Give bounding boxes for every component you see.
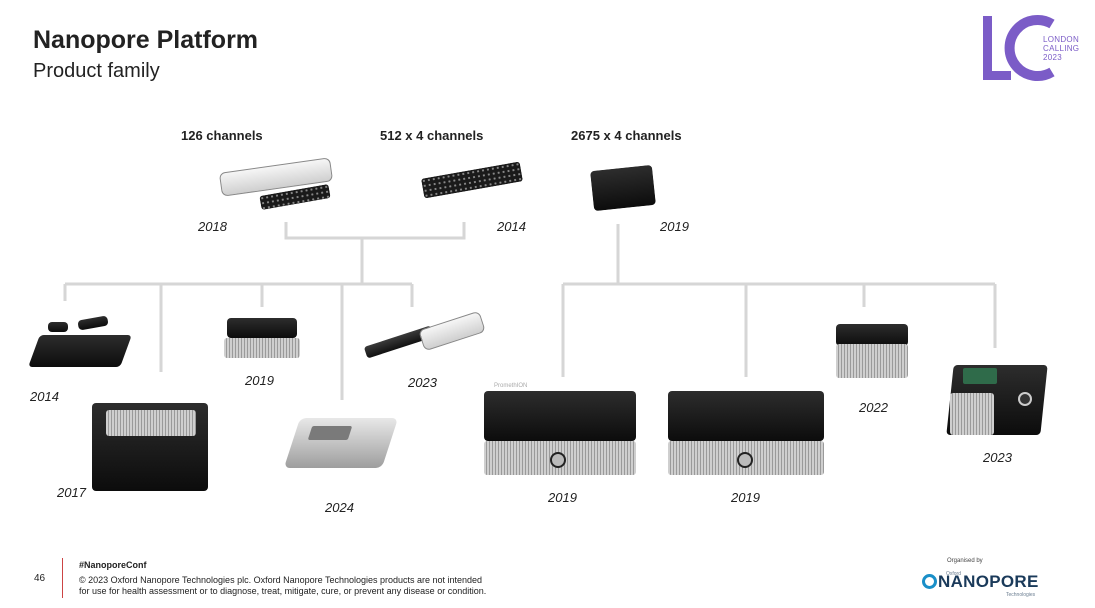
nanopore-ring-icon bbox=[922, 574, 937, 589]
device-year-2019a: 2019 bbox=[245, 373, 274, 388]
minion-device-image bbox=[28, 335, 132, 367]
p2-solo-top-image bbox=[836, 324, 908, 346]
promethion-24-top-image bbox=[668, 391, 824, 441]
p2-screen-image bbox=[963, 368, 997, 384]
minion-2024-slot-image bbox=[307, 426, 353, 440]
minion-device-part-image bbox=[48, 322, 68, 332]
oxford-small-label: Oxford bbox=[946, 571, 962, 577]
device-year-2017: 2017 bbox=[57, 485, 86, 500]
p2-solo-front-image bbox=[836, 344, 908, 378]
hashtag: #NanoporeConf bbox=[79, 560, 147, 570]
flongle-year: 2018 bbox=[198, 219, 227, 234]
page-subtitle: Product family bbox=[33, 60, 160, 82]
london-calling-text: LONDON CALLING 2023 bbox=[1043, 35, 1080, 62]
minion-channels: 512 x 4 channels bbox=[380, 128, 484, 143]
minion-mk1c-base-image bbox=[224, 338, 300, 358]
device-year-2019c: 2019 bbox=[731, 490, 760, 505]
device-year-2019b: 2019 bbox=[548, 490, 577, 505]
minion-flow-cell-year: 2014 bbox=[497, 219, 526, 234]
page-number: 46 bbox=[34, 573, 46, 584]
promethion-channels: 2675 x 4 channels bbox=[571, 128, 682, 143]
promethion-flow-cell-year: 2019 bbox=[660, 219, 689, 234]
promethion-48-top-image: PromethION bbox=[484, 383, 636, 441]
london-calling-logo bbox=[983, 15, 1055, 81]
flongle-channels: 126 channels bbox=[181, 128, 263, 143]
device-year-2022: 2022 bbox=[859, 400, 888, 415]
device-year-2014: 2014 bbox=[30, 389, 59, 404]
p2-front-grille-image bbox=[950, 393, 994, 435]
technologies-label: Technologies bbox=[1006, 592, 1036, 598]
promethion-24-ring-icon bbox=[737, 452, 753, 468]
device-year-2023b: 2023 bbox=[983, 450, 1012, 465]
footer-divider bbox=[62, 558, 63, 598]
organised-by-label: Organised by bbox=[947, 558, 983, 564]
promethion-48-ring-icon bbox=[550, 452, 566, 468]
device-year-2024: 2024 bbox=[325, 500, 354, 515]
minion-mk1c-image bbox=[227, 318, 297, 338]
page-title: Nanopore Platform bbox=[33, 26, 259, 54]
copyright-notice: © 2023 Oxford Nanopore Technologies plc.… bbox=[79, 575, 487, 596]
device-year-2023a: 2023 bbox=[408, 375, 437, 390]
p2-ring-icon bbox=[1018, 392, 1032, 406]
gridion-top-panel-image bbox=[106, 410, 196, 436]
oxford-nanopore-logo: NANOPORE bbox=[922, 572, 1039, 592]
promethion-flow-cell-image bbox=[590, 164, 656, 212]
